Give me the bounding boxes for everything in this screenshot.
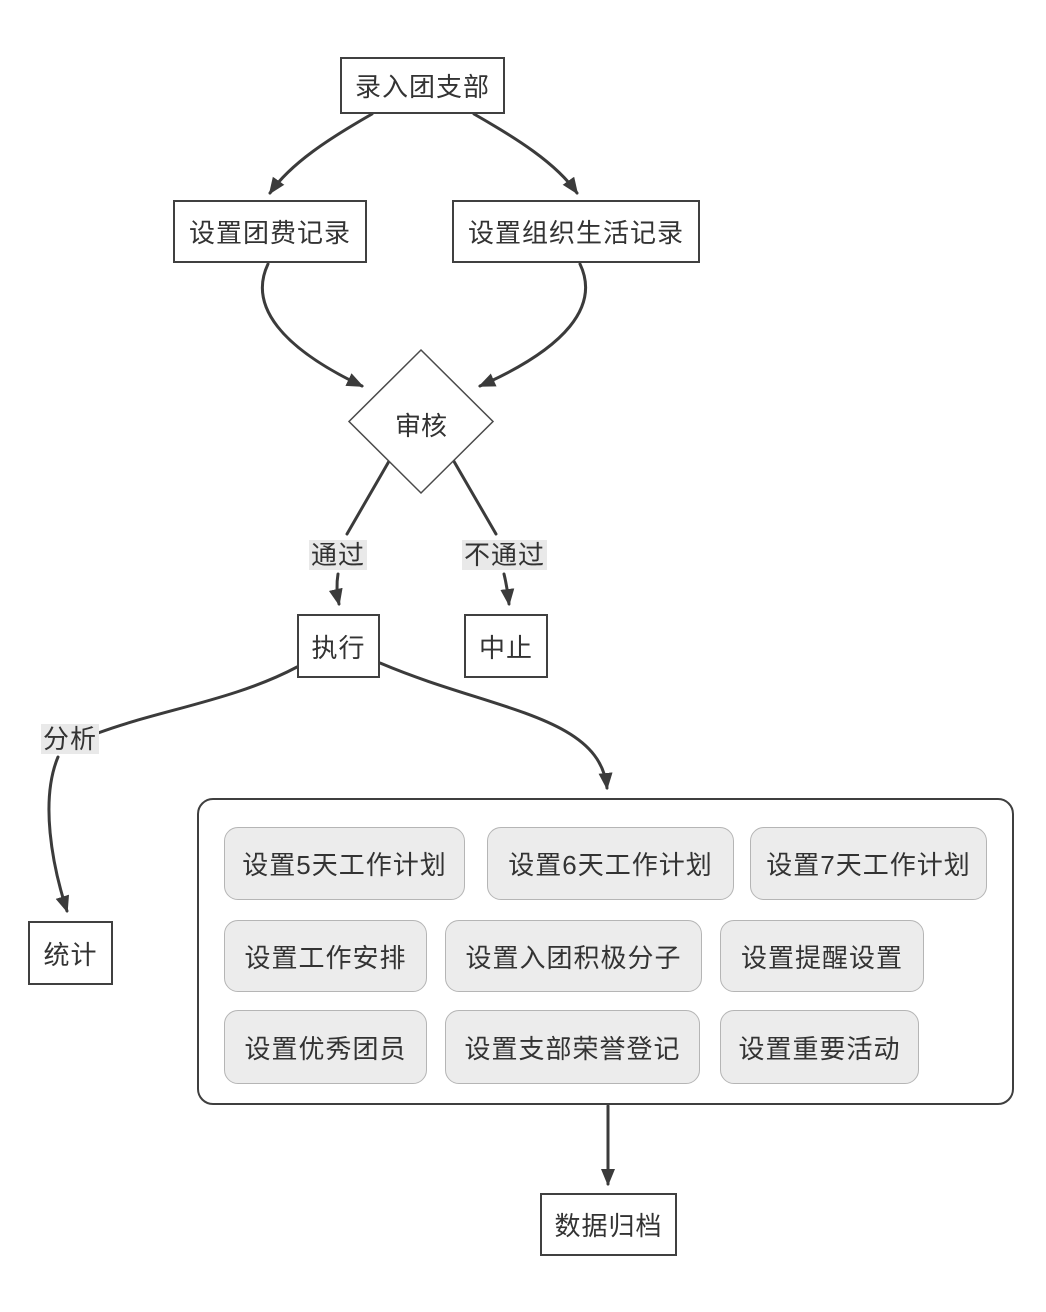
node-org-life-record: 设置组织生活记录: [452, 200, 700, 263]
node-fee-record: 设置团费记录: [173, 200, 367, 263]
edge-label-fail: 不通过: [462, 540, 548, 570]
edge-analyze-label-to-stats: [47, 755, 70, 913]
node-abort: 中止: [464, 614, 548, 678]
edge-start-to-org-life: [472, 112, 579, 195]
edge-review-to-pass-label: [345, 454, 394, 536]
edge-execute-to-task-group: [378, 661, 613, 790]
edge-label-pass: 通过: [309, 540, 368, 570]
edge-org-life-to-review: [478, 262, 587, 388]
node-review: 审核: [394, 411, 447, 441]
edge-fee-record-to-review: [261, 262, 364, 388]
task-item-work-arrangement: 设置工作安排: [224, 920, 427, 992]
task-item-7day-plan: 设置7天工作计划: [750, 827, 987, 900]
task-item-5day-plan: 设置5天工作计划: [224, 827, 465, 900]
task-item-6day-plan: 设置6天工作计划: [487, 827, 734, 900]
edge-start-to-fee-record: [268, 112, 374, 195]
edge-fail-label-to-abort: [500, 572, 515, 606]
task-item-outstanding-members: 设置优秀团员: [224, 1010, 427, 1084]
edge-execute-to-analyze-label: [96, 665, 299, 735]
node-stats: 统计: [28, 921, 113, 985]
task-item-branch-honors: 设置支部荣誉登记: [445, 1010, 700, 1084]
node-start: 录入团支部: [340, 57, 505, 114]
task-item-important-activities: 设置重要活动: [720, 1010, 919, 1084]
node-execute: 执行: [297, 614, 380, 678]
edge-pass-label-to-execute: [328, 572, 343, 606]
task-group-container: 设置5天工作计划 设置6天工作计划 设置7天工作计划 设置工作安排 设置入团积极…: [197, 798, 1014, 1105]
review-diamond-shape: [347, 348, 495, 495]
edge-label-analyze: 分析: [41, 724, 100, 754]
node-archive: 数据归档: [540, 1193, 677, 1256]
task-item-league-activists: 设置入团积极分子: [445, 920, 702, 992]
edge-review-to-fail-label: [450, 456, 498, 536]
task-item-reminder-settings: 设置提醒设置: [720, 920, 924, 992]
